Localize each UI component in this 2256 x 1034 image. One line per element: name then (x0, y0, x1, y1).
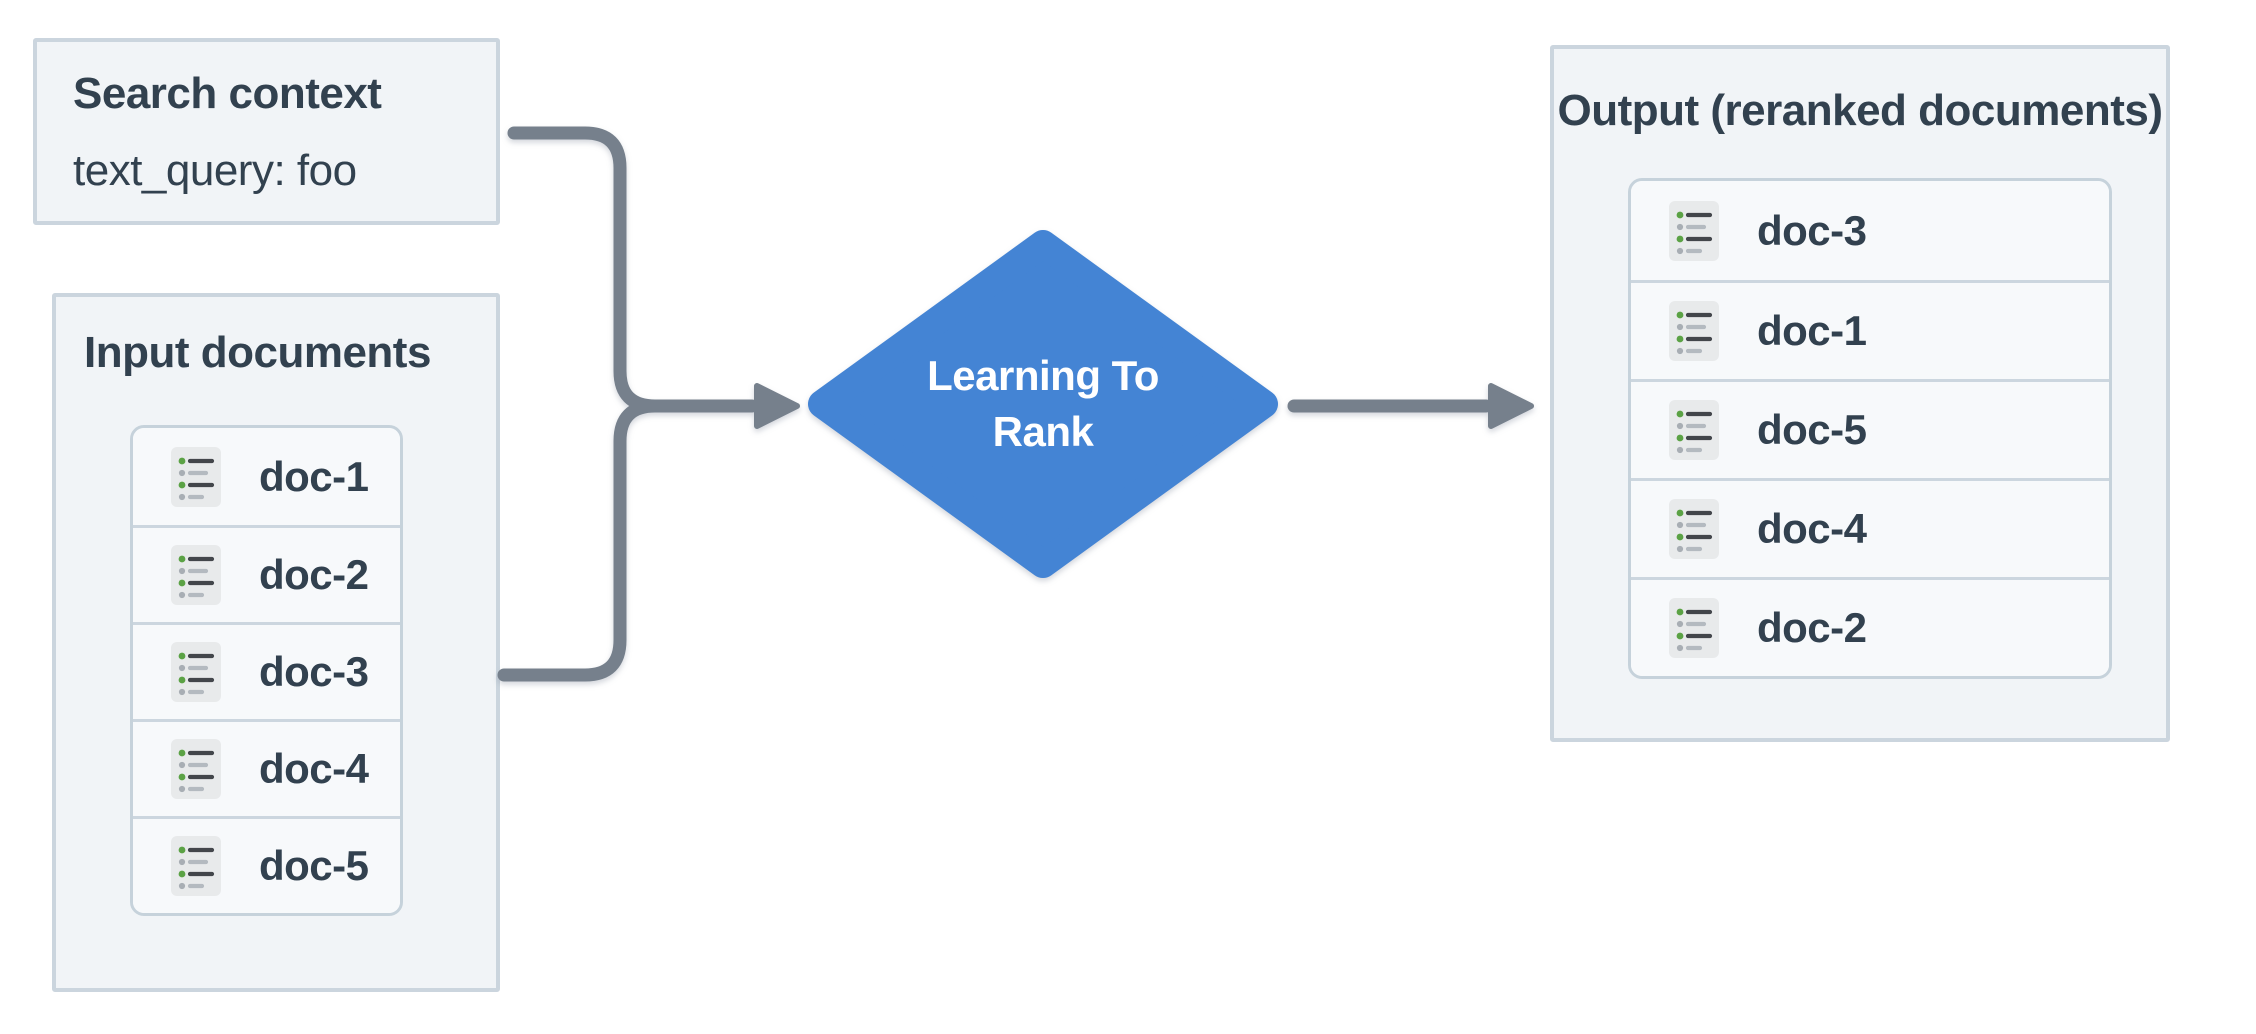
document-label: doc-2 (259, 551, 369, 598)
document-row: doc-4 (1631, 478, 2109, 577)
document-row: doc-1 (133, 428, 400, 525)
document-label: doc-4 (1757, 505, 1867, 552)
document-row: doc-2 (1631, 577, 2109, 676)
document-list-icon (1669, 301, 1719, 361)
connector-from-search-context (507, 126, 759, 413)
document-row: doc-5 (133, 816, 400, 913)
document-list-icon (1669, 200, 1719, 261)
input-documents-list: doc-1 doc-2 doc-3 (130, 425, 403, 916)
document-row: doc-1 (1631, 280, 2109, 379)
arrowhead-into-diamond (754, 383, 800, 429)
document-label: doc-3 (1757, 206, 1867, 254)
document-label: doc-1 (259, 452, 369, 500)
document-row: doc-4 (133, 719, 400, 816)
document-label: doc-1 (1757, 307, 1867, 354)
document-label: doc-5 (259, 842, 369, 889)
input-documents-panel: Input documents doc-1 doc-2 (52, 293, 500, 992)
document-list-icon (1669, 499, 1719, 559)
search-query-text: text_query: foo (73, 146, 357, 195)
connector-from-input-documents (497, 399, 662, 682)
document-row: doc-5 (1631, 379, 2109, 478)
output-documents-title: Output (reranked documents) (1557, 86, 2164, 135)
document-list-icon (1669, 598, 1719, 658)
document-list-icon (171, 446, 221, 507)
document-label: doc-5 (1757, 406, 1867, 453)
document-list-icon (171, 836, 221, 896)
document-row: doc-2 (133, 525, 400, 622)
learning-to-rank-label-line1: Learning To (927, 352, 1159, 399)
arrowhead-into-output (1488, 383, 1534, 429)
input-documents-title: Input documents (84, 328, 431, 377)
document-row: doc-3 (1631, 181, 2109, 280)
output-documents-list: doc-3 doc-1 doc-5 (1628, 178, 2112, 679)
document-label: doc-4 (259, 745, 369, 792)
document-row: doc-3 (133, 622, 400, 719)
document-label: doc-2 (1757, 604, 1867, 651)
search-context-title: Search context (73, 69, 382, 118)
document-list-icon (171, 739, 221, 799)
learning-to-rank-label-line2: Rank (992, 408, 1094, 455)
document-label: doc-3 (259, 648, 369, 695)
output-documents-panel: Output (reranked documents) doc-3 (1550, 45, 2170, 742)
document-list-icon (171, 642, 221, 702)
search-context-panel: Search context text_query: foo (33, 38, 500, 225)
document-list-icon (1669, 400, 1719, 460)
learning-to-rank-label: Learning To Rank (893, 348, 1193, 460)
document-list-icon (171, 545, 221, 605)
